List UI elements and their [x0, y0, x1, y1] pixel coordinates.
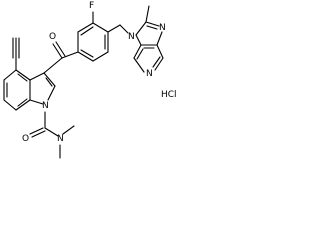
indole-benzene-ring [3, 69, 31, 111]
salt-label: HCl [161, 90, 177, 100]
n-methyl-bond [62, 125, 75, 135]
ring-double-bond [80, 49, 94, 58]
ring-bond [154, 57, 164, 71]
carbonyl-double-bond-2 [31, 130, 46, 138]
ring-double-bond [80, 26, 94, 36]
ring-bond [77, 51, 94, 62]
ring-bond [135, 21, 147, 36]
ring-bond [156, 44, 164, 59]
amide-cn-bond [44, 127, 59, 137]
ketone-to-phenyl-bond [61, 51, 79, 59]
ring-double-bond [146, 25, 158, 30]
oxygen-carbonyl-label: O [49, 32, 56, 42]
dimethylcarbamoyl-group [29, 111, 75, 159]
ring-bond [156, 31, 163, 46]
ring-double-bond [136, 48, 144, 60]
ring-bond [15, 99, 31, 111]
methylene-bond [119, 24, 129, 34]
ketone-bond [43, 57, 63, 74]
indole-n-label: N [42, 101, 49, 111]
ring-bond [77, 22, 94, 33]
imidazole-n2-label: N [159, 23, 166, 33]
ring-double-bond [17, 73, 28, 82]
ring-double-bond [17, 98, 28, 107]
ring-bond [135, 34, 142, 46]
ring-bond [3, 99, 17, 111]
imidazopyridine-ring [133, 5, 164, 73]
chemical-structure: O F N N N N O N HCl [3, 1, 177, 159]
ethynyl-group [12, 37, 20, 71]
ring-bond [47, 85, 56, 101]
ring-bond [133, 44, 142, 59]
ring-bond [92, 51, 109, 62]
fluorine-label: F [89, 1, 94, 11]
carbonyl-double-bond-1 [52, 43, 63, 59]
ring-bond [145, 21, 160, 27]
fluorophenyl-ring [77, 11, 129, 62]
ring-bond [92, 22, 109, 33]
ring-double-bond [152, 56, 161, 68]
ring-bond [3, 69, 17, 81]
ring-bond [29, 72, 45, 81]
ketone-group [43, 41, 79, 74]
pyridine-n-label: N [146, 69, 153, 79]
oxygen-amide-label: O [22, 134, 29, 144]
methyl-bond [145, 5, 150, 23]
carbonyl-double-bond-1 [29, 127, 44, 135]
methylene-bond [107, 24, 121, 33]
ring-double-bond [45, 77, 53, 87]
ring-bond [15, 69, 31, 81]
indole-pyrrole-ring [29, 72, 56, 105]
imidazole-n1-label: N [128, 32, 135, 42]
ring-bond [133, 57, 145, 73]
carbonyl-double-bond-2 [55, 41, 66, 57]
ring-bond [29, 99, 44, 105]
nitrogen-amide-label: N [57, 134, 64, 144]
ring-bond [43, 72, 56, 87]
